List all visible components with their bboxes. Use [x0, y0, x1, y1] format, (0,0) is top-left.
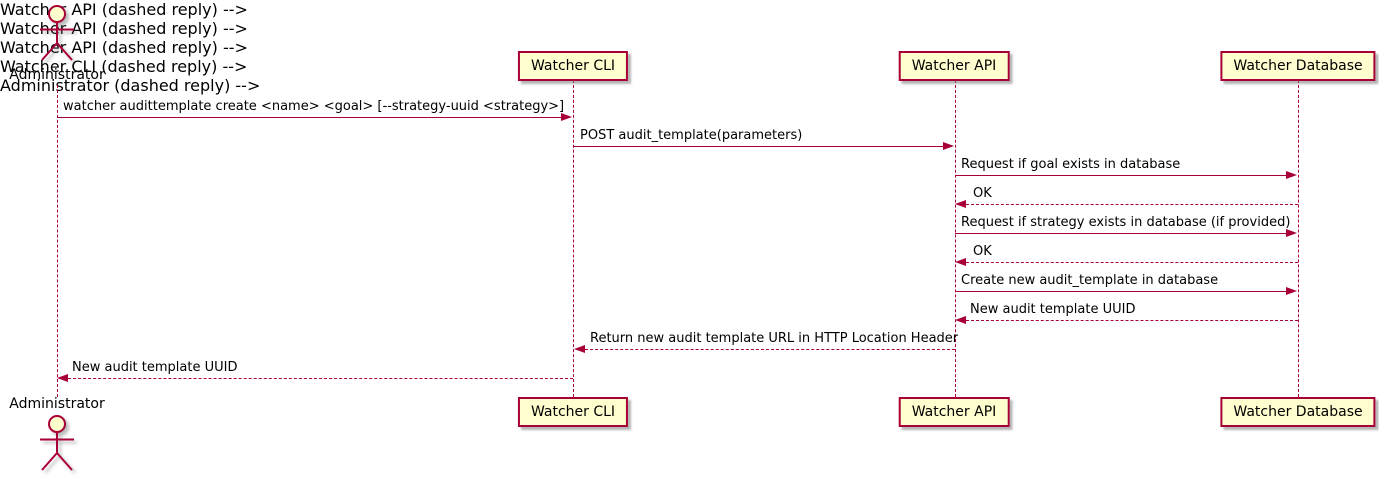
message-label: Request if goal exists in database	[961, 157, 1181, 172]
message-line	[966, 204, 1298, 205]
participant-watcher-cli-top: Watcher CLI	[517, 51, 629, 81]
message-label: Create new audit_template in database	[961, 273, 1219, 288]
message-label: New audit template UUID	[72, 360, 238, 375]
participant-watcher-cli-bottom: Watcher CLI	[517, 397, 629, 427]
lifeline-watcher-cli	[573, 80, 574, 397]
message-line	[57, 117, 562, 118]
arrowhead-left-icon	[57, 374, 68, 382]
arrowhead-left-icon	[955, 258, 966, 266]
actor-label-top: Administrator	[9, 67, 105, 83]
message-line	[966, 320, 1298, 321]
message-line	[955, 291, 1287, 292]
arrowhead-left-icon	[955, 200, 966, 208]
message-label: Return new audit template URL in HTTP Lo…	[590, 331, 959, 346]
message-line	[573, 146, 944, 147]
actor-label-bottom: Administrator	[9, 396, 105, 412]
arrowhead-right-icon	[942, 142, 954, 150]
arrowhead-right-icon	[1286, 287, 1297, 295]
arrowhead-right-icon	[561, 113, 572, 121]
message-line	[955, 233, 1287, 234]
lifeline-watcher-api	[954, 80, 956, 397]
message-label: New audit template UUID	[970, 302, 1136, 317]
actor-icon	[40, 5, 74, 61]
participant-watcher-database-bottom: Watcher Database	[1220, 397, 1376, 427]
lifeline-watcher-database	[1298, 80, 1299, 397]
message-line	[68, 378, 573, 379]
arrowhead-right-icon	[1286, 229, 1297, 237]
message-label: OK	[973, 186, 992, 201]
message-line	[955, 175, 1287, 176]
participant-watcher-api-top: Watcher API	[898, 51, 1010, 81]
message-line	[966, 262, 1298, 263]
arrowhead-left-icon	[574, 345, 585, 353]
participant-watcher-database-top: Watcher Database	[1220, 51, 1376, 81]
message-line	[585, 349, 955, 350]
actor-icon	[40, 415, 74, 471]
message-label: OK	[973, 244, 992, 259]
arrowhead-right-icon	[1286, 171, 1297, 179]
arrowhead-left-icon	[955, 316, 966, 324]
participant-watcher-api-bottom: Watcher API	[898, 397, 1010, 427]
message-label: watcher audittemplate create <name> <goa…	[63, 99, 565, 114]
message-label: POST audit_template(parameters)	[580, 128, 803, 143]
lifeline-administrator	[56, 85, 58, 397]
message-label: Request if strategy exists in database (…	[961, 215, 1291, 230]
